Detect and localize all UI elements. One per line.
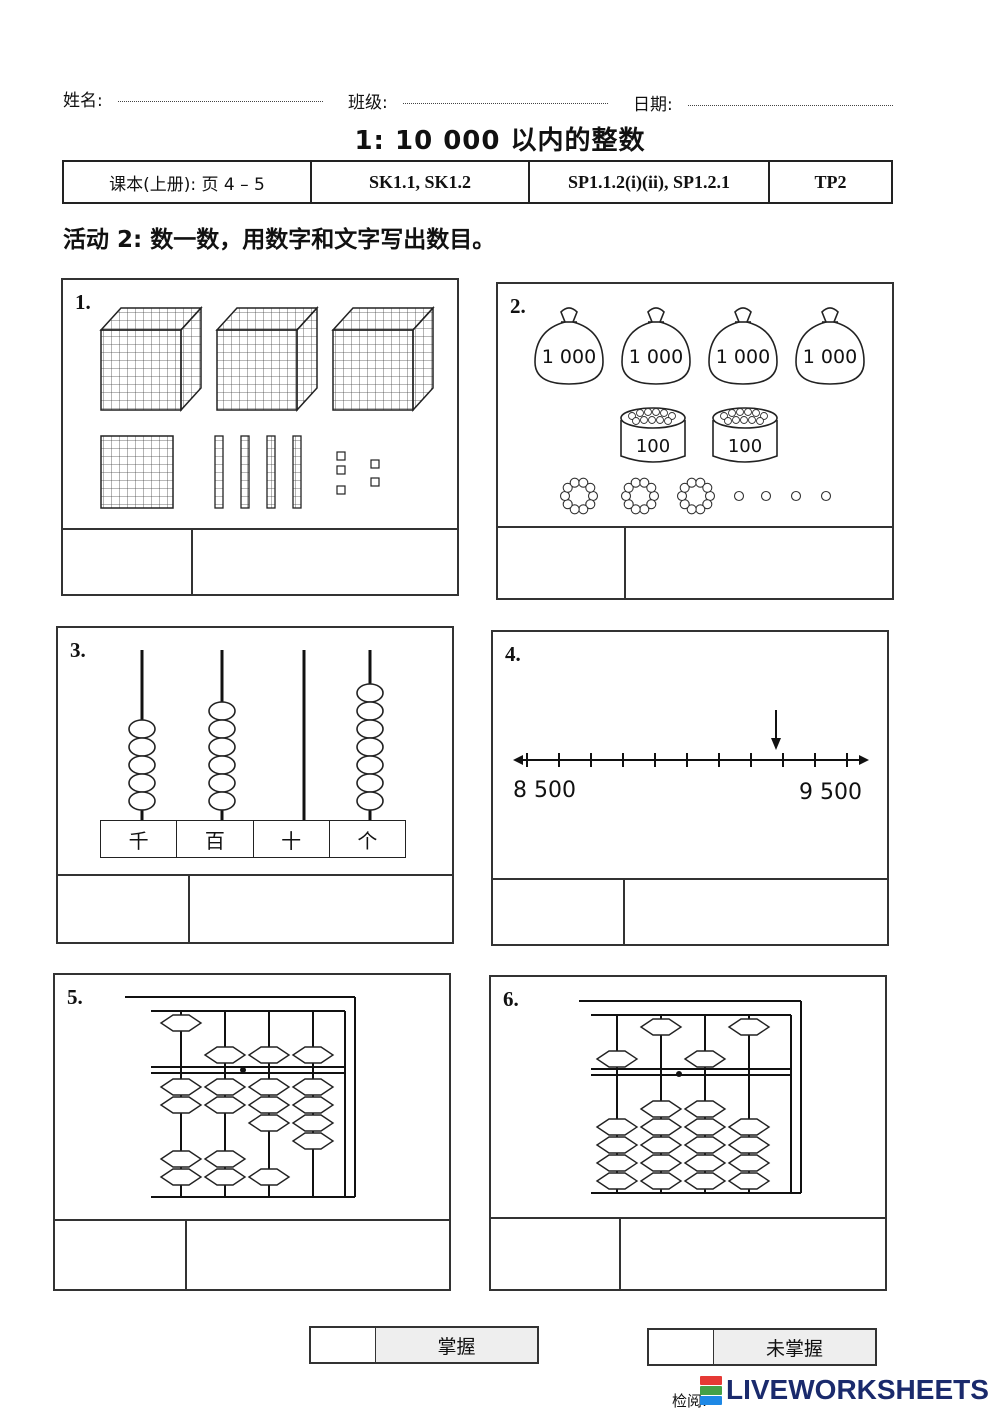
mastered-row: 掌握 [309, 1326, 539, 1364]
check-label: 检阅: [672, 1392, 708, 1410]
question-number: 5. [67, 985, 83, 1009]
thousand-cube [215, 306, 319, 412]
place-value-abacus [128, 650, 384, 820]
money-bag: 1 000 [705, 300, 781, 388]
question-5-panel: 5. [53, 973, 451, 1291]
money-bag: 1 000 [531, 300, 607, 388]
answer-row [498, 526, 892, 598]
money-bag: 1 000 [792, 300, 868, 388]
number-line-start: 8 500 [513, 778, 576, 803]
bag-value: 1 000 [715, 346, 771, 368]
question-number: 3. [70, 638, 86, 662]
jar-value: 100 [727, 436, 763, 457]
class-label: 班级: [348, 93, 388, 113]
question-2-panel: 2. 1 000 1 000 1 000 1 000 100 100 [496, 282, 894, 600]
ones-label: 个 [357, 828, 378, 853]
question-number: 4. [505, 642, 521, 666]
numeral-answer-box[interactable] [493, 880, 625, 944]
soroban-abacus [125, 996, 356, 1198]
answer-row [491, 1217, 885, 1289]
bag-value: 1 000 [628, 346, 684, 368]
question-1-panel: 1. [61, 278, 459, 596]
arrow-down-icon [771, 710, 781, 750]
name-field[interactable] [118, 101, 323, 102]
bag-value: 1 000 [802, 346, 858, 368]
question-number: 6. [503, 987, 519, 1011]
unit-cubes [336, 451, 380, 495]
words-answer-box[interactable] [193, 530, 457, 594]
answer-row [493, 878, 887, 944]
bead-ring-ten [676, 477, 716, 515]
hundred-flat [100, 435, 174, 509]
tp-ref: TP2 [814, 171, 847, 192]
numeral-answer-box[interactable] [63, 530, 193, 594]
numeral-answer-box[interactable] [58, 876, 190, 942]
bead-ring-ten [559, 477, 599, 515]
hundreds-label: 百 [177, 821, 254, 857]
sp-ref: SP1.1.2(i)(ii), SP1.2.1 [530, 162, 770, 202]
words-answer-box[interactable] [625, 880, 887, 944]
number-line-end: 9 500 [799, 780, 862, 805]
reference-table: 课本(上册): 页 4 – 5 SK1.1, SK1.2 SP1.1.2(i)(… [62, 160, 893, 204]
numeral-answer-box[interactable] [498, 528, 626, 598]
name-label: 姓名: [63, 91, 103, 111]
place-value-labels: 千 百 十 个 [100, 820, 406, 858]
date-field[interactable] [688, 105, 893, 106]
bead-jar: 100 [710, 402, 780, 468]
answer-row [55, 1219, 449, 1289]
money-bag: 1 000 [618, 300, 694, 388]
not-mastered-checkbox[interactable] [649, 1330, 714, 1364]
words-answer-box[interactable] [190, 876, 452, 942]
words-answer-box[interactable] [621, 1219, 885, 1289]
liveworksheets-logo-icon [700, 1376, 722, 1406]
not-mastered-label: 未掌握 [714, 1330, 875, 1364]
activity-instruction: 活动 2: 数一数，用数字和文字写出数目。 [63, 227, 496, 253]
sk-ref: SK1.1, SK1.2 [312, 162, 530, 202]
answer-row [63, 528, 457, 594]
thousands-label: 千 [101, 821, 178, 857]
base-ten-blocks-illustration [99, 306, 435, 509]
thousand-cube [331, 306, 435, 412]
question-6-panel: 6. [489, 975, 887, 1291]
beads-illustration [559, 477, 832, 515]
words-answer-box[interactable] [187, 1221, 449, 1289]
date-label: 日期: [633, 95, 673, 115]
mastered-label: 掌握 [376, 1328, 537, 1362]
words-answer-box[interactable] [626, 528, 892, 598]
textbook-ref: 课本(上册): 页 4 – 5 [64, 162, 312, 202]
page-title: 1: 10 000 以内的整数 [354, 126, 646, 156]
number-line [513, 710, 869, 767]
soroban-abacus [579, 1000, 802, 1194]
class-field[interactable] [403, 103, 608, 104]
not-mastered-row: 未掌握 [647, 1328, 877, 1366]
liveworksheets-brand[interactable]: LIVEWORKSHEETS [726, 1374, 989, 1405]
answer-row [58, 874, 452, 942]
question-4-panel: 4. 8 500 9 500 [491, 630, 889, 946]
tens-label: 十 [254, 821, 330, 857]
thousand-cube [99, 306, 203, 412]
mastered-checkbox[interactable] [311, 1328, 376, 1362]
question-number: 2. [510, 294, 526, 318]
bead-jar: 100 [618, 402, 688, 468]
bead-ring-ten [620, 477, 660, 515]
question-3-panel: 3. 千 百 十 个 [56, 626, 454, 944]
ten-rods [214, 435, 302, 509]
numeral-answer-box[interactable] [491, 1219, 621, 1289]
jar-value: 100 [635, 436, 671, 457]
numeral-answer-box[interactable] [55, 1221, 187, 1289]
question-number: 1. [75, 290, 91, 314]
bag-value: 1 000 [541, 346, 597, 368]
